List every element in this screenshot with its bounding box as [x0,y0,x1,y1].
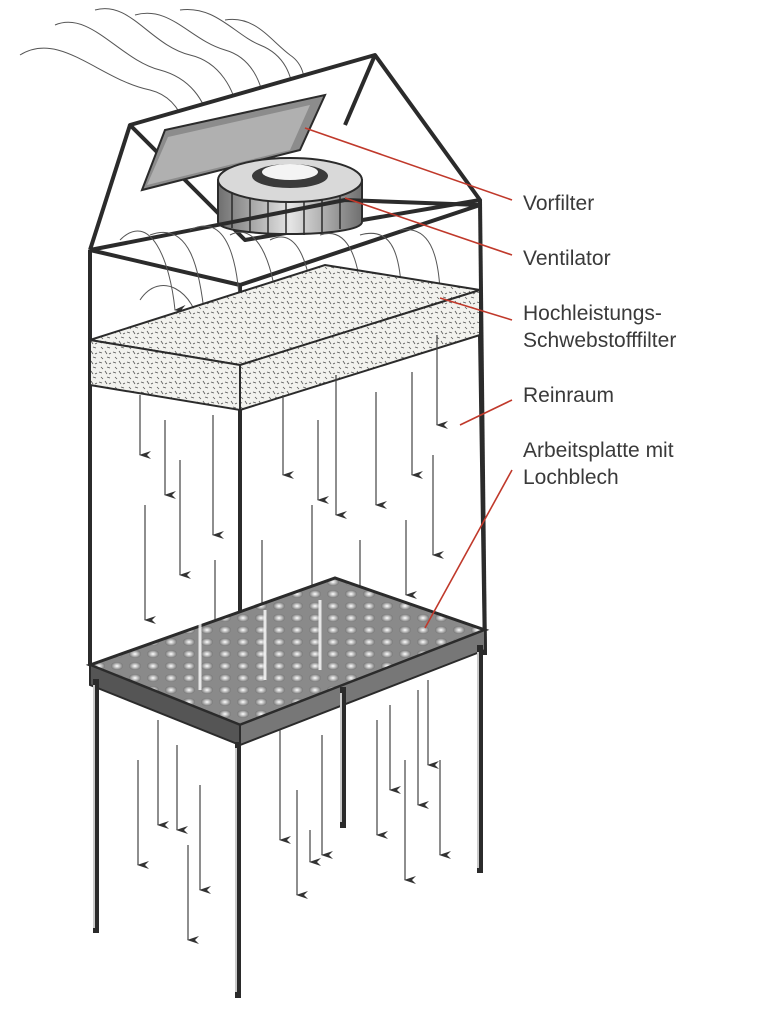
label-reinraum: Reinraum [523,384,614,407]
leader-vorfilter [304,127,513,201]
labels: Vorfilter Ventilator Hochleistungs- Schw… [523,192,676,489]
exhaust-flow-arrows [137,680,451,944]
stand-leg-highlights [93,652,479,992]
leader-lines [304,127,513,629]
ventilator-fan [217,157,363,235]
leader-reinraum [459,399,513,426]
leader-ventilator [344,197,513,256]
hepa-filter [89,263,481,412]
label-hepa-line1: Hochleistungs- [523,302,662,325]
label-worktop-line1: Arbeitsplatte mit [523,439,674,462]
leader-worktop [424,469,513,629]
label-vorfilter: Vorfilter [523,192,594,215]
label-ventilator: Ventilator [523,247,611,270]
laminar-flow-arrows [139,335,448,664]
leader-hepa [439,297,513,321]
label-hepa-line2: Schwebstofffilter [523,329,676,352]
label-worktop-line2: Lochblech [523,466,619,489]
stand-legs [93,645,483,998]
perforated-worktop [85,576,490,747]
inlet-air-streams [19,8,317,127]
